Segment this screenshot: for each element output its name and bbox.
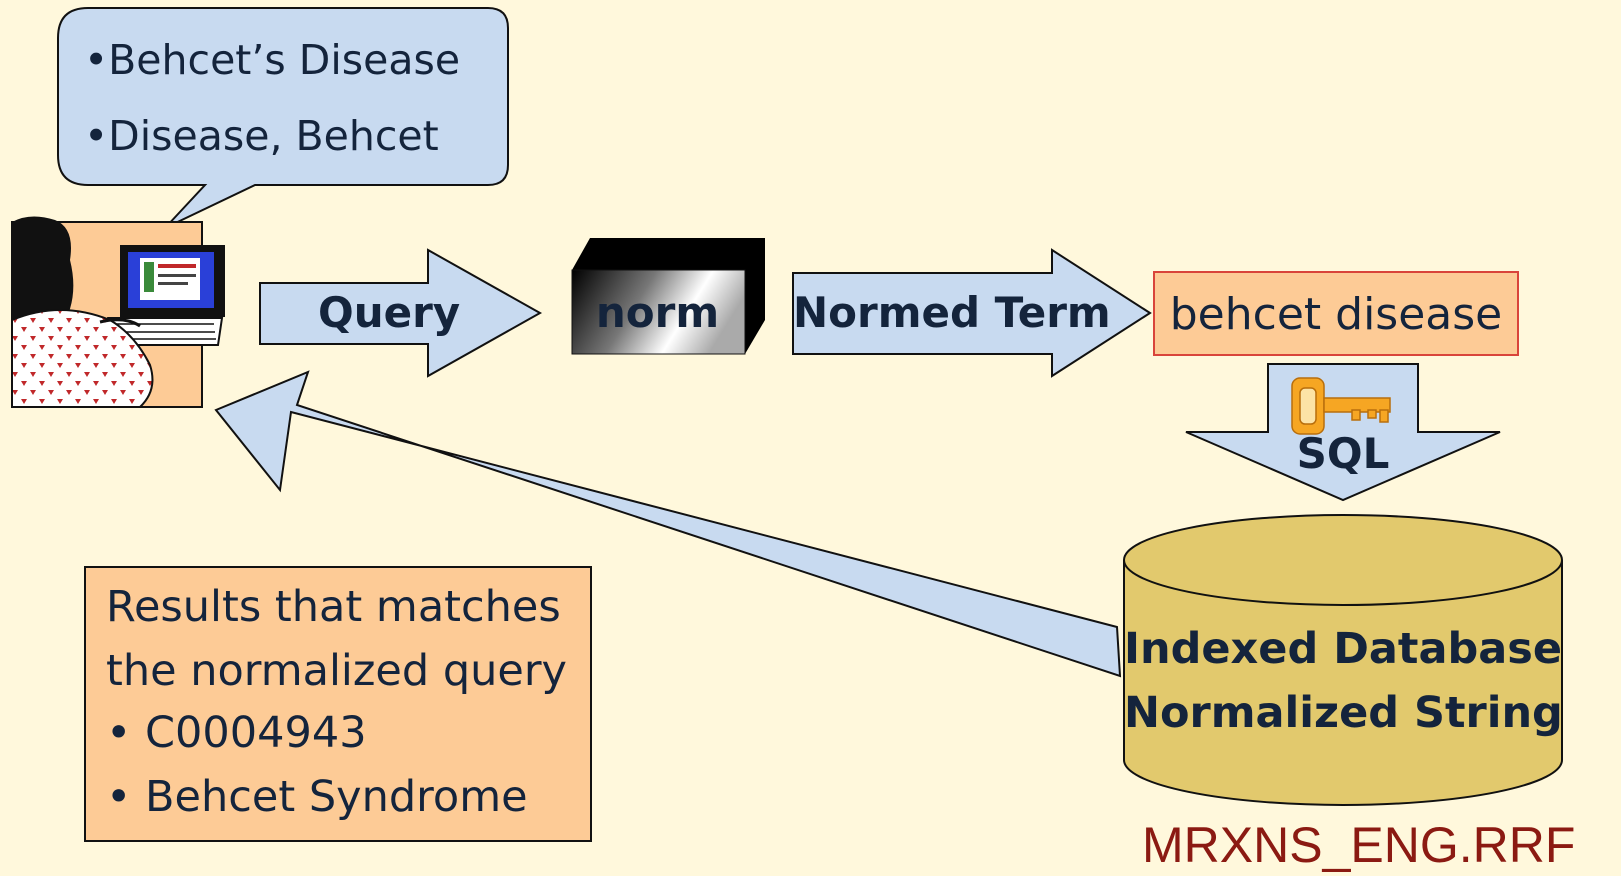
- key-icon: [1291, 377, 1391, 435]
- bubble-item-1: •Behcet’s Disease: [84, 36, 461, 84]
- query-label: Query: [318, 288, 461, 337]
- normed-term-arrow: [792, 248, 1152, 378]
- sql-label: SQL: [1296, 429, 1390, 478]
- database-cylinder-icon: [1123, 514, 1563, 806]
- results-return-arrow: [214, 370, 1122, 678]
- normed-term-value: behcet disease: [1169, 289, 1503, 340]
- results-line-3: • C0004943: [106, 708, 367, 758]
- user-at-computer-icon: [11, 216, 225, 408]
- norm-block: [571, 238, 765, 355]
- speech-bubble-shape: [57, 7, 509, 229]
- normed-term-box: behcet disease: [1153, 271, 1519, 356]
- results-line-1: Results that matches: [106, 582, 561, 632]
- query-arrow: [259, 248, 543, 378]
- database-label-line2: Normalized String: [1124, 688, 1563, 738]
- database-label-line1: Indexed Database: [1124, 624, 1563, 674]
- results-line-4: • Behcet Syndrome: [106, 772, 528, 822]
- file-label: MRXNS_ENG.RRF: [1142, 817, 1576, 873]
- results-box: Results that matches the normalized quer…: [84, 566, 592, 842]
- sql-arrow: [1185, 363, 1501, 502]
- results-line-2: the normalized query: [106, 646, 567, 696]
- normed-term-label: Normed Term: [793, 288, 1111, 337]
- norm-label: norm: [595, 288, 720, 337]
- bubble-item-2: •Disease, Behcet: [84, 112, 439, 160]
